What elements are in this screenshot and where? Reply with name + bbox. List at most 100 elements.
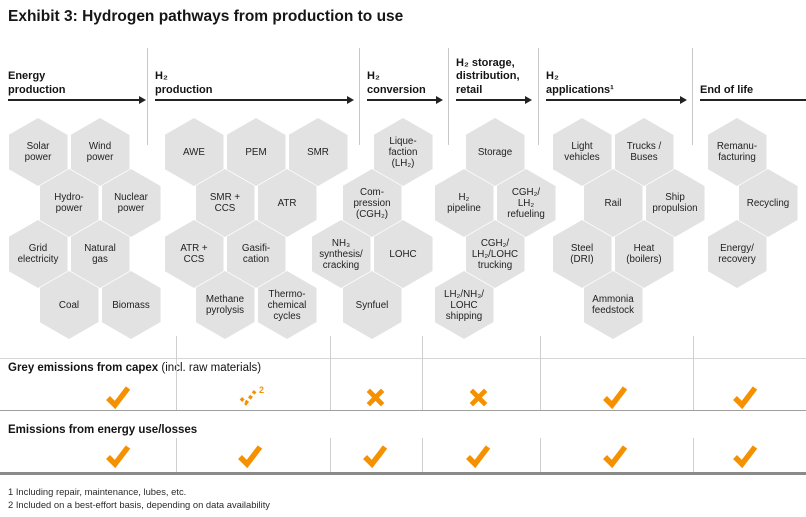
hex-label: Recycling [746, 197, 790, 209]
hex-lique-faction-lh₂: Lique- faction (LH₂) [373, 118, 433, 186]
hex-label: Natural gas [84, 243, 116, 265]
hex-label: Biomass [112, 299, 150, 311]
hex-lh₂-nh₃-lohc-shipping: LH₂/NH₃/ LOHC shipping [434, 271, 494, 339]
check-icon [236, 444, 264, 468]
hex-label: LOHC [389, 248, 417, 260]
hex-label: Com- pression (CGH₂) [353, 186, 391, 220]
column-divider [359, 48, 360, 145]
hex-label: PEM [245, 146, 267, 158]
cell-divider [330, 336, 331, 410]
hex-label: Solar power [24, 141, 52, 163]
flow-arrow [367, 99, 437, 101]
page-title: Exhibit 3: Hydrogen pathways from produc… [8, 8, 404, 25]
separator-middle [0, 410, 806, 411]
check-icon [731, 385, 759, 409]
hex-com-pression-cgh₂: Com- pression (CGH₂) [342, 169, 402, 237]
footnote-1: 1 Including repair, maintenance, lubes, … [8, 486, 187, 497]
hex-label: LH₂/NH₃/ LOHC shipping [444, 288, 484, 322]
cell-divider [540, 438, 541, 472]
column-divider [538, 48, 539, 145]
arrow-head-icon [680, 96, 687, 104]
header-rule [700, 99, 806, 101]
check-icon [361, 444, 389, 468]
column-header-h₂-conversion: H₂ conversion [367, 70, 426, 96]
check-icon [731, 444, 759, 468]
column-header-h₂-production: H₂ production [155, 70, 213, 96]
cell-divider [540, 336, 541, 410]
energy-emissions-label: Emissions from energy use/losses [8, 424, 198, 436]
hex-label: CGH₂/ LH₂/LOHC trucking [471, 237, 519, 271]
cell-divider [422, 336, 423, 410]
column-header-energy-production: Energy production [8, 70, 66, 96]
separator-bottom [0, 472, 806, 475]
column-header-h₂-storage-distribution-retail: H₂ storage, distribution, retail [456, 56, 520, 96]
hex-label: Thermo- chemical cycles [267, 288, 307, 322]
footnote-2: 2 Included on a best-effort basis, depen… [8, 499, 270, 510]
grey-emissions-label: Grey emissions from capex (incl. raw mat… [8, 362, 262, 374]
check-icon [464, 444, 492, 468]
cell-divider [693, 336, 694, 410]
hex-label: Hydro- power [54, 192, 84, 214]
check-icon [601, 385, 629, 409]
hex-synfuel: Synfuel [342, 271, 402, 339]
hex-h₂-pipeline: H₂ pipeline [434, 169, 494, 237]
hex-thermo-chemical-cycles: Thermo- chemical cycles [257, 271, 317, 339]
hex-label: Synfuel [355, 299, 389, 311]
hex-label: NH₃ synthesis/ cracking [319, 237, 363, 271]
cell-divider [422, 438, 423, 472]
cross-icon [365, 387, 386, 408]
check-icon [104, 444, 132, 468]
hex-atr: ATR [257, 169, 317, 237]
hex-nh₃-synthesis-cracking: NH₃ synthesis/ cracking [311, 220, 371, 288]
check-icon [104, 385, 132, 409]
hex-label: SMR [307, 146, 329, 158]
column-divider [692, 48, 693, 145]
hex-label: Remanu- facturing [716, 141, 758, 163]
hex-label: Heat (boilers) [626, 243, 662, 265]
column-divider [448, 48, 449, 145]
footnote-ref: 2 [259, 384, 265, 395]
flow-arrow [456, 99, 526, 101]
hex-label: Coal [58, 299, 80, 311]
hex-label: SMR + CCS [209, 192, 241, 214]
dashed-check-icon: 2 [238, 385, 264, 406]
arrow-head-icon [347, 96, 354, 104]
hex-label: Energy/ recovery [718, 243, 756, 265]
hex-label: Trucks / Buses [626, 141, 662, 163]
hex-label: Ship propulsion [652, 192, 698, 214]
column-header-h₂-applications: H₂ applications¹ [546, 70, 614, 96]
flow-arrow [155, 99, 348, 101]
hex-label: AWE [183, 146, 205, 158]
flow-arrow [546, 99, 681, 101]
hex-biomass: Biomass [101, 271, 161, 339]
cross-icon [468, 387, 489, 408]
hex-methane-pyrolysis: Methane pyrolysis [195, 271, 255, 339]
cell-divider [176, 336, 177, 410]
check-icon [601, 444, 629, 468]
arrow-head-icon [525, 96, 532, 104]
cell-divider [693, 438, 694, 472]
hex-lohc: LOHC [373, 220, 433, 288]
hex-label: Grid electricity [17, 243, 59, 265]
hex-label: H₂ pipeline [447, 192, 481, 214]
hex-smr: SMR [288, 118, 348, 186]
hex-label: Methane pyrolysis [205, 294, 245, 316]
arrow-head-icon [139, 96, 146, 104]
column-header-end-of-life: End of life [700, 83, 754, 96]
hex-coal: Coal [39, 271, 99, 339]
hex-label: Light vehicles [564, 141, 600, 163]
column-divider [147, 48, 148, 145]
hex-label: CGH₂/ LH₂ refueling [507, 186, 545, 220]
hex-label: ATR [277, 197, 297, 209]
hex-label: Lique- faction (LH₂) [388, 135, 418, 169]
hex-label: ATR + CCS [180, 243, 208, 265]
hex-label: Ammonia feedstock [592, 294, 634, 316]
hex-label: Steel (DRI) [570, 243, 594, 265]
cell-divider [330, 438, 331, 472]
hex-label: Gasifi- cation [241, 243, 271, 265]
arrow-head-icon [436, 96, 443, 104]
hex-label: Nuclear power [114, 192, 148, 214]
hex-label: Rail [604, 197, 622, 209]
hex-label: Storage [477, 146, 513, 158]
